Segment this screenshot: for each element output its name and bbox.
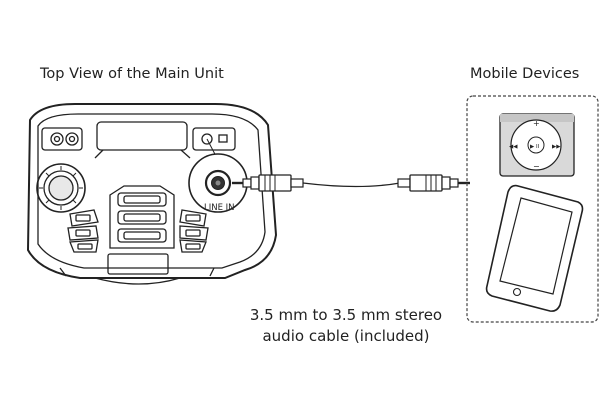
- line-in-jack-icon: [188, 153, 248, 213]
- main-unit-title: Top View of the Main Unit: [40, 66, 224, 82]
- line-in-label: LINE IN: [204, 203, 235, 213]
- volume-down-label: −: [533, 162, 540, 171]
- volume-up-label: +: [533, 119, 540, 128]
- audio-cable-icon: [232, 174, 470, 192]
- mobile-devices-box: [466, 95, 599, 323]
- next-label: ▶▶: [552, 144, 561, 150]
- speaker-unit-icon: [26, 103, 278, 285]
- cable-caption: 3.5 mm to 3.5 mm stereo audio cable (inc…: [236, 305, 456, 347]
- cable-caption-line2: audio cable (included): [262, 327, 430, 345]
- smartphone-icon: [485, 184, 584, 312]
- prev-label: ◀◀: [509, 144, 518, 150]
- mobile-devices-title: Mobile Devices: [470, 66, 580, 82]
- play-pause-label: ▶ II: [530, 144, 540, 150]
- mp3-player-icon: [499, 113, 575, 177]
- cable-caption-line1: 3.5 mm to 3.5 mm stereo: [249, 306, 443, 324]
